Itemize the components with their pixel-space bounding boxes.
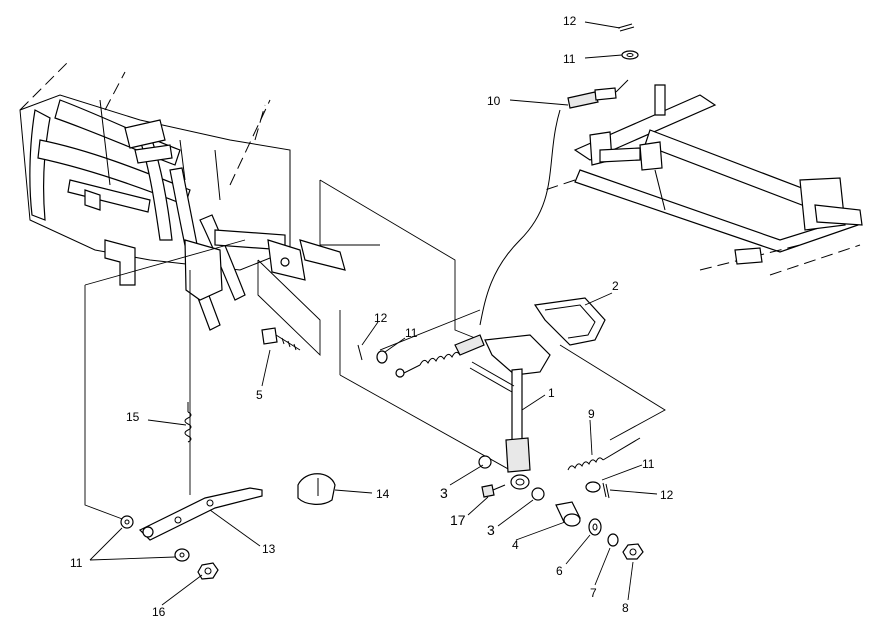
mounting-bracket bbox=[267, 239, 346, 281]
callout-15: 15 bbox=[126, 410, 140, 424]
callout-1: 1 bbox=[548, 386, 555, 400]
cotter-pin-12-upper bbox=[617, 23, 635, 32]
callout-3: 3 bbox=[440, 485, 448, 501]
pedal-pad-2 bbox=[533, 297, 606, 346]
bushing-3-upper bbox=[478, 455, 492, 469]
pedal-arm-13 bbox=[138, 487, 263, 541]
callout-11: 11 bbox=[70, 556, 83, 570]
callout-17: 17 bbox=[450, 512, 466, 528]
callout-11: 11 bbox=[563, 52, 576, 66]
callout-11: 11 bbox=[642, 457, 655, 471]
callout-13: 13 bbox=[262, 542, 276, 556]
callout-3: 3 bbox=[487, 522, 495, 538]
spring-15 bbox=[184, 402, 192, 443]
callout-7: 7 bbox=[590, 586, 597, 600]
throttle-cable bbox=[479, 79, 629, 326]
callout-14: 14 bbox=[376, 487, 390, 501]
knob-14 bbox=[297, 473, 336, 505]
left-frame-assembly bbox=[19, 59, 291, 331]
washer-6 bbox=[588, 518, 602, 536]
callout-6: 6 bbox=[556, 564, 563, 578]
washer-11-left-top bbox=[120, 515, 134, 529]
callout-12: 12 bbox=[374, 311, 388, 325]
callout-5: 5 bbox=[256, 388, 263, 402]
explode-guide-lines bbox=[84, 179, 666, 521]
nut-16 bbox=[197, 562, 219, 580]
callout-11: 11 bbox=[405, 326, 418, 340]
callout-16: 16 bbox=[152, 605, 166, 619]
callout-9: 9 bbox=[588, 407, 595, 421]
washer-11-right bbox=[585, 481, 601, 493]
washer-11-left-bottom bbox=[174, 548, 190, 562]
cotter-pin-12-right bbox=[602, 482, 610, 499]
leader-lines bbox=[89, 21, 658, 606]
pedal-1 bbox=[469, 334, 551, 490]
bolt-17 bbox=[481, 484, 506, 498]
callout-2: 2 bbox=[612, 279, 619, 293]
nut-8 bbox=[622, 543, 644, 560]
cable-spring-assembly bbox=[357, 334, 485, 378]
return-spring-9 bbox=[567, 437, 641, 471]
clip-7 bbox=[607, 533, 619, 547]
washer-11-upper bbox=[621, 50, 639, 60]
callout-12: 12 bbox=[660, 488, 674, 502]
callout-labels: 12 11 10 2 12 11 1 5 9 15 11 12 3 14 17 … bbox=[70, 14, 674, 619]
bushing-3-lower bbox=[531, 487, 545, 501]
callout-8: 8 bbox=[622, 601, 629, 615]
collar-4 bbox=[555, 501, 581, 527]
bolt-5 bbox=[261, 327, 301, 351]
right-frame-assembly bbox=[544, 84, 863, 276]
callout-12: 12 bbox=[563, 14, 577, 28]
callout-4: 4 bbox=[512, 538, 519, 552]
callout-10: 10 bbox=[487, 94, 501, 108]
